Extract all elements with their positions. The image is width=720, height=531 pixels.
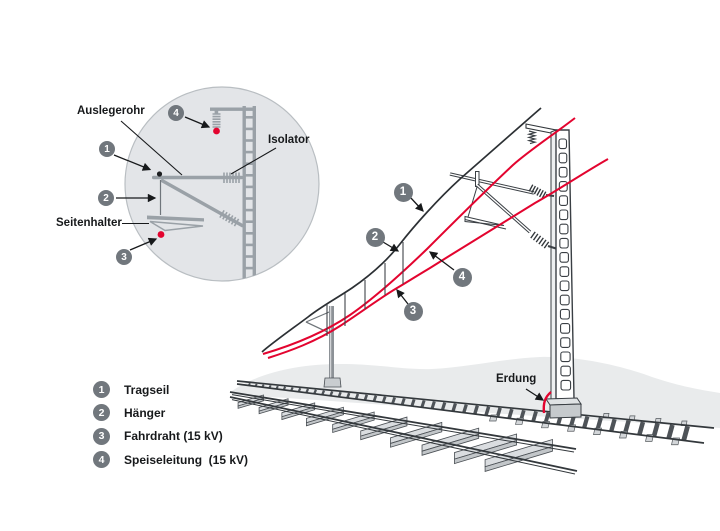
legend-badge-3: 3	[93, 427, 110, 445]
inset-diagonal-insulator	[219, 209, 240, 227]
inset-seitenhalter-bracket	[149, 220, 204, 232]
main-cantilever	[449, 171, 557, 250]
label-erdung: Erdung	[496, 373, 537, 385]
legend-label-fahrdraht: Fahrdraht (15 kV)	[124, 429, 223, 444]
inset-seitenhalter-bar	[147, 215, 204, 222]
far-track	[236, 380, 715, 446]
legend-badge-4: 4	[93, 451, 110, 469]
tragseil-wire	[261, 107, 542, 353]
inset-tube-insulator	[223, 172, 240, 183]
distant-mast	[305, 306, 342, 388]
overhead-wires	[261, 107, 609, 359]
near-track	[229, 391, 578, 475]
main-badge-2: 2	[365, 227, 385, 247]
inset-circle	[124, 86, 320, 282]
label-isolator: Isolator	[268, 134, 310, 146]
inset-badge-3: 3	[116, 249, 132, 265]
speiseleitung-wire	[262, 117, 576, 355]
legend-label-haenger: Hänger	[124, 405, 166, 420]
inset-speiseleitung-dot	[213, 127, 220, 135]
main-mast	[525, 123, 582, 419]
legend-item-fahrdraht: 3 Fahrdraht (15 kV)	[93, 427, 248, 445]
inset-badge-1: 1	[99, 141, 115, 157]
main-badge-3: 3	[403, 301, 423, 321]
legend-badge-1: 1	[93, 381, 110, 398]
inset-top-arm	[210, 107, 256, 111]
inset-top-insulator	[212, 113, 221, 128]
legend: 1 Tragseil 2 Hänger 3 Fahrdraht (15 kV) …	[93, 381, 248, 475]
inset-auslegerohr-tube	[152, 175, 243, 180]
mast-lattice-slots	[558, 138, 572, 391]
fahrdraht-wire	[267, 158, 609, 359]
main-badge-4: 4	[452, 267, 472, 287]
label-auslegerohr: Auslegerohr	[77, 105, 145, 117]
legend-item-haenger: 2 Hänger	[93, 404, 248, 422]
steady-arm	[464, 215, 505, 226]
insulator-lower	[530, 231, 557, 250]
annotations	[113, 116, 545, 401]
legend-label-tragseil: Tragseil	[124, 382, 170, 397]
inset-badge-4: 4	[168, 105, 184, 121]
inset-tragseil-dot	[156, 171, 163, 177]
legend-badge-2: 2	[93, 404, 110, 422]
insulator-upper	[528, 184, 555, 199]
spring-insulator	[526, 130, 538, 145]
legend-item-speiseleitung: 4 Speiseleitung (15 kV)	[93, 451, 249, 469]
mast-foundation-front	[549, 403, 582, 419]
inset-badge-2: 2	[98, 190, 114, 206]
legend-item-tragseil: 1 Tragseil	[93, 381, 248, 398]
background-hills	[232, 356, 720, 428]
label-seitenhalter: Seitenhalter	[56, 217, 122, 229]
detail-inset	[124, 86, 320, 282]
main-badge-1: 1	[393, 182, 413, 202]
legend-label-speiseleitung: Speiseleitung (15 kV)	[124, 452, 249, 467]
erdung-ground-wire	[542, 391, 552, 414]
inset-fahrdraht-dot	[157, 231, 165, 238]
inset-diagonal-tube	[160, 178, 244, 228]
